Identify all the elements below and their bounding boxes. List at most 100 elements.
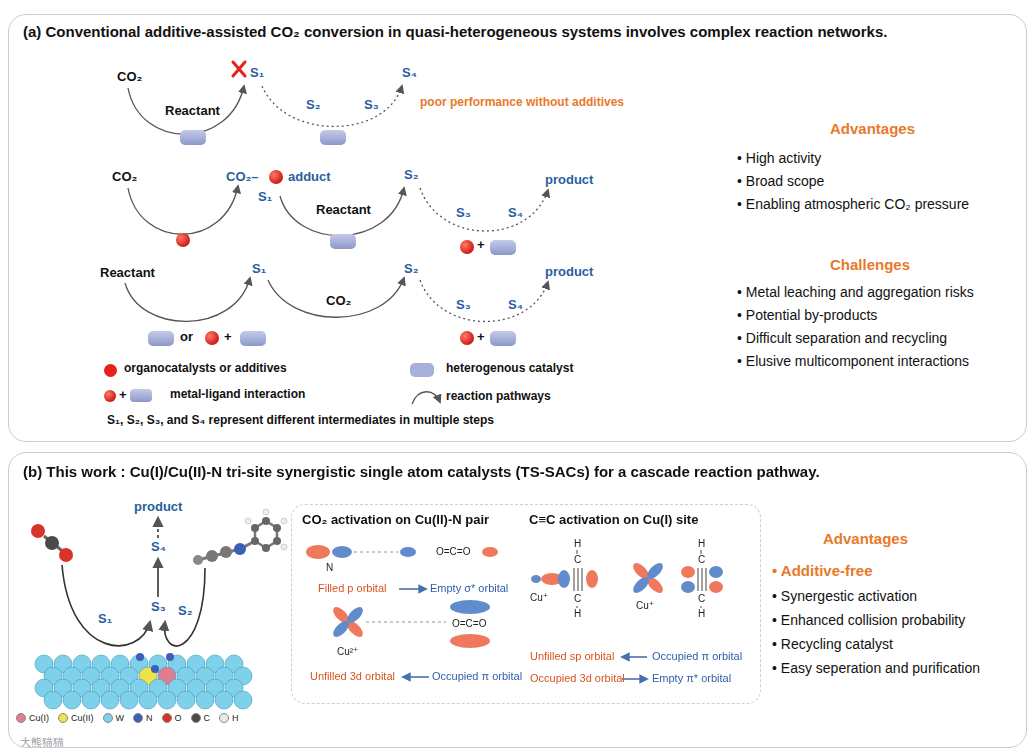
bullet-item: • Enhanced collision probability	[772, 612, 965, 628]
bullet-item: • Difficult separation and recycling	[737, 330, 947, 346]
art-polygon	[255, 521, 277, 548]
legend-item: N	[133, 713, 153, 723]
art-line	[701, 550, 702, 554]
reagent-label: Reactant	[316, 203, 371, 218]
art-line	[622, 656, 647, 658]
art-circle	[136, 653, 144, 661]
art-ellipse	[709, 581, 723, 593]
orbital-label: Empty σ* orbital	[430, 582, 508, 595]
art-circle	[139, 691, 157, 709]
art-circle	[251, 537, 259, 545]
intermediate-label: S₁	[258, 190, 272, 205]
orbital-label: Unfilled 3d orbital	[310, 670, 395, 683]
art-rect	[320, 130, 346, 145]
intermediate-label: product	[545, 173, 593, 188]
atom-label: N	[326, 562, 333, 574]
art-line	[577, 550, 578, 554]
intermediate-label: S₁	[98, 612, 112, 627]
art-ellipse	[450, 634, 490, 648]
orbital-label: Occupied π orbital	[652, 650, 742, 663]
art-line	[622, 678, 647, 680]
art-circle	[269, 170, 283, 184]
art-circle	[220, 546, 232, 558]
art-circle	[273, 524, 281, 532]
bullet-item: • Metal leaching and aggregation risks	[737, 284, 974, 300]
art-line	[701, 606, 702, 608]
art-ellipse	[586, 570, 598, 588]
art-ellipse	[630, 574, 651, 595]
intermediate-label: S₁	[252, 262, 266, 277]
art-circle	[31, 524, 45, 538]
atom-swatch	[162, 713, 172, 723]
intermediate-label: adduct	[288, 170, 331, 185]
art-path	[280, 188, 404, 236]
atom-label: H	[574, 608, 581, 620]
panel: (a) Conventional additive-assisted CO₂ c…	[8, 14, 1027, 442]
art-rect	[148, 331, 174, 346]
art-rect	[130, 389, 152, 402]
intermediate-label: S₄	[402, 66, 417, 81]
bullet-item: • Synergestic activation	[772, 588, 917, 604]
art-rect	[490, 331, 516, 346]
art-path	[165, 568, 205, 646]
art-circle	[262, 517, 270, 525]
art-circle	[281, 518, 287, 524]
orbital-label: Filled p orbital	[318, 582, 386, 595]
intermediate-label: S₃	[456, 206, 471, 221]
intermediate-label: S₂	[404, 262, 418, 277]
atom-swatch	[103, 713, 113, 723]
bullet-item: • Enabling atmospheric CO₂ pressure	[737, 196, 969, 212]
art-line	[574, 568, 575, 591]
art-path	[420, 280, 548, 322]
panel-heading: (b) This work : Cu(I)/Cu(II)-N tri-site …	[23, 463, 820, 480]
art-path	[62, 565, 150, 646]
box-title: C≡C activation on Cu(I) site	[529, 513, 698, 528]
legend-text: Cu(II)	[71, 713, 94, 723]
art-g	[251, 517, 281, 552]
operator-text: +	[224, 330, 232, 345]
section-heading: Advantages	[830, 120, 915, 137]
bullet-item: • Easy seperation and purification	[772, 660, 980, 676]
legend-text: Cu(I)	[29, 713, 49, 723]
intermediate-label: S₁	[250, 66, 264, 81]
atom-swatch	[191, 713, 201, 723]
art-circle	[273, 537, 281, 545]
art-g	[574, 550, 706, 608]
art-line	[582, 568, 583, 591]
legend-text: organocatalysts or additives	[124, 362, 287, 376]
art-circle	[460, 240, 474, 254]
box-title: CO₂ activation on Cu(II)-N pair	[302, 513, 489, 528]
intermediate-label: S₂	[306, 98, 320, 113]
art-line	[157, 559, 159, 597]
bullet-item: • Broad scope	[737, 173, 824, 189]
art-g	[245, 509, 287, 550]
art-path	[128, 86, 244, 134]
art-g	[31, 509, 287, 565]
bullet-item: • Elusive multicomponent interactions	[737, 353, 969, 369]
art-circle	[215, 691, 233, 709]
reagent-label: Reactant	[100, 266, 155, 281]
art-circle	[82, 691, 100, 709]
art-circle	[101, 691, 119, 709]
art-ellipse	[531, 575, 541, 583]
art-ellipse	[681, 566, 695, 578]
atom-swatch	[133, 713, 143, 723]
atom-label: C	[574, 593, 581, 605]
art-circle	[234, 691, 252, 709]
art-rect	[490, 240, 516, 255]
atom-label: C	[698, 593, 705, 605]
operator-text: +	[477, 238, 485, 253]
art-rect	[240, 331, 266, 346]
art-circle	[151, 665, 159, 673]
legend-item: W	[103, 713, 125, 723]
art-line	[706, 568, 707, 591]
operator-text: +	[119, 388, 127, 403]
art-circle	[193, 555, 203, 565]
legend-item: O	[162, 713, 182, 723]
operator-text: +	[477, 330, 485, 345]
art-line	[577, 606, 578, 608]
intermediate-label: product	[134, 500, 182, 515]
reagent-label: CO₂	[112, 170, 137, 185]
legend-text: O	[175, 713, 182, 723]
art-g	[233, 62, 245, 76]
